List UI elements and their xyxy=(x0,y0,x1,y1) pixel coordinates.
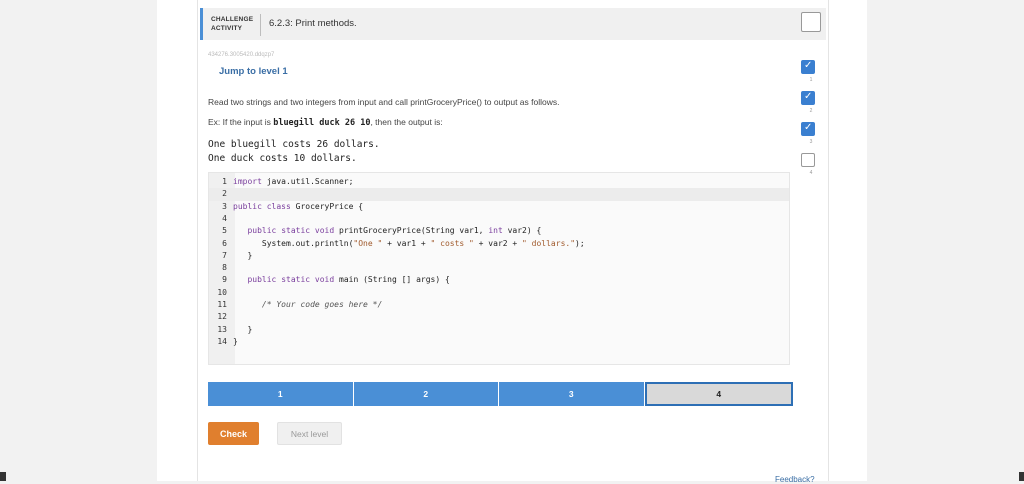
code-line[interactable]: 14} xyxy=(209,336,789,348)
line-number: 13 xyxy=(217,324,227,334)
feedback-link[interactable]: Feedback? xyxy=(775,475,815,484)
next-level-button[interactable]: Next level xyxy=(277,422,342,445)
line-number: 4 xyxy=(222,213,227,223)
example-input: bluegill duck 26 10 xyxy=(273,118,371,128)
line-number-gutter xyxy=(209,173,235,364)
header-divider xyxy=(260,14,261,36)
output-line: One duck costs 10 dollars. xyxy=(208,153,357,164)
line-number: 3 xyxy=(222,201,227,211)
completed-level-icon[interactable] xyxy=(801,60,815,74)
code-text: } xyxy=(233,324,253,334)
example-prefix: Ex: If the input is xyxy=(208,117,274,127)
example-text: Ex: If the input is bluegill duck 26 10,… xyxy=(208,117,443,128)
code-line[interactable]: 4 xyxy=(209,213,789,225)
line-number: 5 xyxy=(222,226,227,236)
activity-header: CHALLENGE ACTIVITY 6.2.3: Print methods. xyxy=(200,8,826,40)
label-line-1: CHALLENGE xyxy=(211,16,254,23)
code-line[interactable]: 12 xyxy=(209,311,789,323)
level-2-button[interactable]: 2 xyxy=(353,382,499,406)
level-3-button[interactable]: 3 xyxy=(499,382,645,406)
line-number: 6 xyxy=(222,238,227,248)
right-edge-tab xyxy=(1019,472,1024,481)
code-line[interactable]: 3 public class GroceryPrice { xyxy=(209,201,789,213)
code-text: public static void main (String [] args)… xyxy=(247,275,450,285)
line-number: 2 xyxy=(222,189,227,199)
code-text: public static void printGroceryPrice(Str… xyxy=(247,226,542,236)
line-number: 12 xyxy=(217,312,227,322)
line-number: 7 xyxy=(222,250,227,260)
code-line[interactable]: 5 public static void printGroceryPrice(S… xyxy=(209,225,789,237)
code-line[interactable]: 9 public static void main (String [] arg… xyxy=(209,274,789,286)
code-text: } xyxy=(233,336,238,346)
example-suffix: , then the output is: xyxy=(370,117,443,127)
activity-title: 6.2.3: Print methods. xyxy=(269,18,357,29)
left-edge-tab xyxy=(0,472,6,481)
code-line[interactable]: 6 System.out.println("One " + var1 + " c… xyxy=(209,238,789,250)
completed-level-icon[interactable] xyxy=(801,122,815,136)
code-text: /* Your code goes here */ xyxy=(261,300,383,309)
activity-id: 434276.3005420.ddqzp7 xyxy=(208,52,275,58)
check-button[interactable]: Check xyxy=(208,422,259,445)
code-line[interactable]: 10 xyxy=(209,287,789,299)
code-line[interactable]: 2 xyxy=(209,188,789,201)
code-line[interactable]: 1 import java.util.Scanner; xyxy=(209,176,789,188)
code-editor[interactable]: 1 import java.util.Scanner; 2 3 public class… xyxy=(208,172,790,365)
progress-step-number: 4 xyxy=(809,170,813,176)
label-line-2: ACTIVITY xyxy=(211,25,243,32)
line-number: 11 xyxy=(217,300,227,309)
line-number: 8 xyxy=(222,263,227,273)
code-text: public class GroceryPrice { xyxy=(233,201,364,211)
completed-level-icon[interactable] xyxy=(801,91,815,105)
line-number: 1 xyxy=(222,177,227,186)
level-1-button[interactable]: 1 xyxy=(208,382,354,406)
progress-step-number: 1 xyxy=(809,77,813,83)
progress-step-number: 3 xyxy=(809,139,813,145)
code-line[interactable]: 7 } xyxy=(209,250,789,262)
level-4-button[interactable]: 4 xyxy=(644,382,793,406)
code-text: import java.util.Scanner; xyxy=(233,177,354,186)
code-text: } xyxy=(233,250,253,260)
output-line: One bluegill costs 26 dollars. xyxy=(208,139,380,150)
completion-checkbox xyxy=(801,12,821,32)
code-line[interactable]: 8 xyxy=(209,262,789,274)
line-number: 14 xyxy=(217,336,227,346)
line-number: 10 xyxy=(217,287,227,297)
expected-output: One bluegill costs 26 dollars. One duck c… xyxy=(208,138,380,166)
code-text: System.out.println("One " + var1 + " cos… xyxy=(233,238,585,248)
progress-step-number: 2 xyxy=(809,108,813,114)
jump-to-level-link[interactable]: Jump to level 1 xyxy=(219,66,288,77)
incomplete-level-icon[interactable] xyxy=(801,153,815,167)
activity-type-label: CHALLENGE ACTIVITY xyxy=(211,15,253,33)
line-number: 9 xyxy=(222,275,227,285)
code-line[interactable]: 13 } xyxy=(209,324,789,336)
prompt-text: Read two strings and two integers from i… xyxy=(208,97,560,107)
code-line[interactable]: 11 /* Your code goes here */ xyxy=(209,299,789,311)
